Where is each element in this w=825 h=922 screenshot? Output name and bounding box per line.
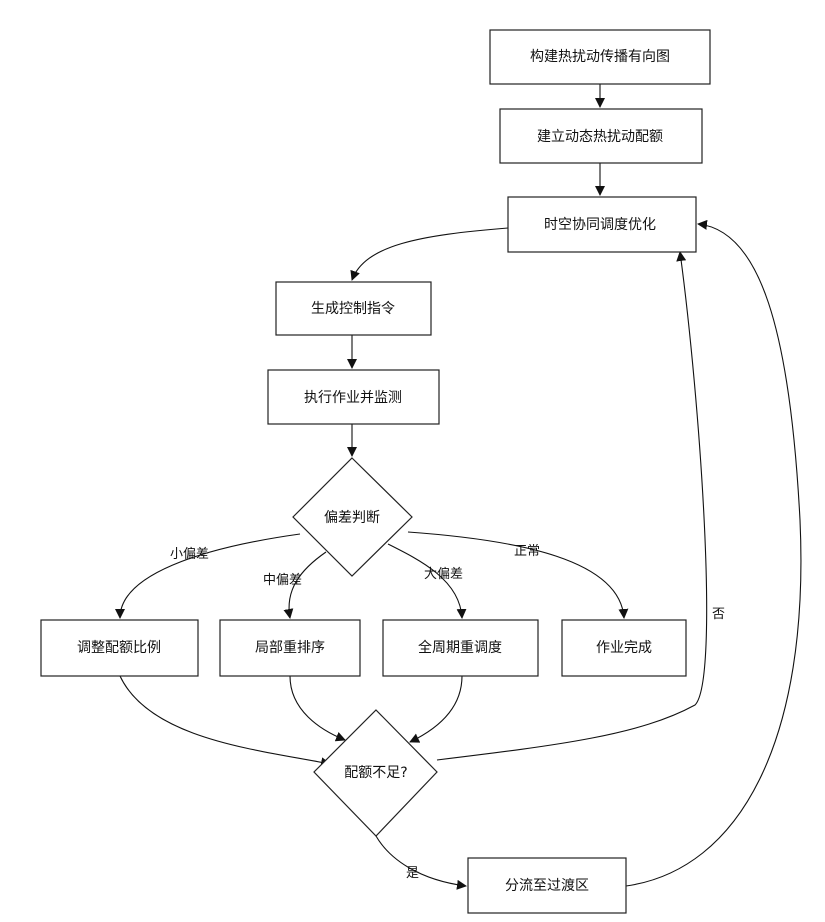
node-deviation: 偏差判断: [293, 458, 412, 576]
edge-short-no-to-opt: [437, 252, 707, 760]
edge-labels: 小偏差 中偏差 大偏差 正常 否 是: [170, 544, 725, 881]
node-divert-label: 分流至过渡区: [505, 878, 589, 894]
node-divert: 分流至过渡区: [468, 858, 626, 913]
node-build-graph-label: 构建热扰动传播有向图: [530, 49, 670, 65]
edge-label-normal: 正常: [514, 544, 540, 559]
node-exec-monitor: 执行作业并监测: [268, 370, 439, 424]
node-spacetime-opt-label: 时空协同调度优化: [544, 217, 656, 233]
node-spacetime-opt: 时空协同调度优化: [508, 197, 696, 252]
node-build-quota-label: 建立动态热扰动配额: [537, 129, 663, 145]
node-job-done: 作业完成: [562, 620, 686, 676]
node-exec-monitor-label: 执行作业并监测: [304, 390, 402, 406]
edge-label-yes: 是: [406, 866, 419, 881]
edge-adjust-to-short: [120, 676, 330, 764]
node-global-resched: 全周期重调度: [383, 620, 538, 676]
node-deviation-label: 偏差判断: [324, 510, 380, 526]
node-gen-control-label: 生成控制指令: [311, 301, 395, 317]
node-quota-short: 配额不足?: [314, 710, 437, 836]
node-local-resort: 局部重排序: [220, 620, 360, 676]
node-job-done-label: 作业完成: [596, 640, 652, 656]
edge-divert-to-opt: [626, 224, 801, 886]
node-build-graph: 构建热扰动传播有向图: [490, 30, 710, 84]
edge-label-medium: 中偏差: [263, 573, 302, 588]
edge-global-to-short: [410, 676, 462, 742]
edge-short-yes-to-divert: [376, 836, 466, 886]
node-global-resched-label: 全周期重调度: [418, 639, 502, 656]
node-quota-short-label: 配额不足?: [344, 765, 407, 781]
edge-opt-to-control: [352, 228, 508, 280]
edge-label-large: 大偏差: [424, 567, 463, 582]
edge-local-to-short: [290, 676, 345, 740]
node-adjust-ratio-label: 调整配额比例: [77, 640, 161, 656]
edge-label-no: 否: [712, 607, 725, 622]
node-gen-control: 生成控制指令: [276, 282, 431, 335]
edges: [120, 84, 801, 886]
node-build-quota: 建立动态热扰动配额: [500, 109, 702, 163]
node-adjust-ratio: 调整配额比例: [41, 620, 198, 676]
edge-label-small: 小偏差: [170, 547, 209, 562]
node-local-resort-label: 局部重排序: [255, 640, 325, 656]
